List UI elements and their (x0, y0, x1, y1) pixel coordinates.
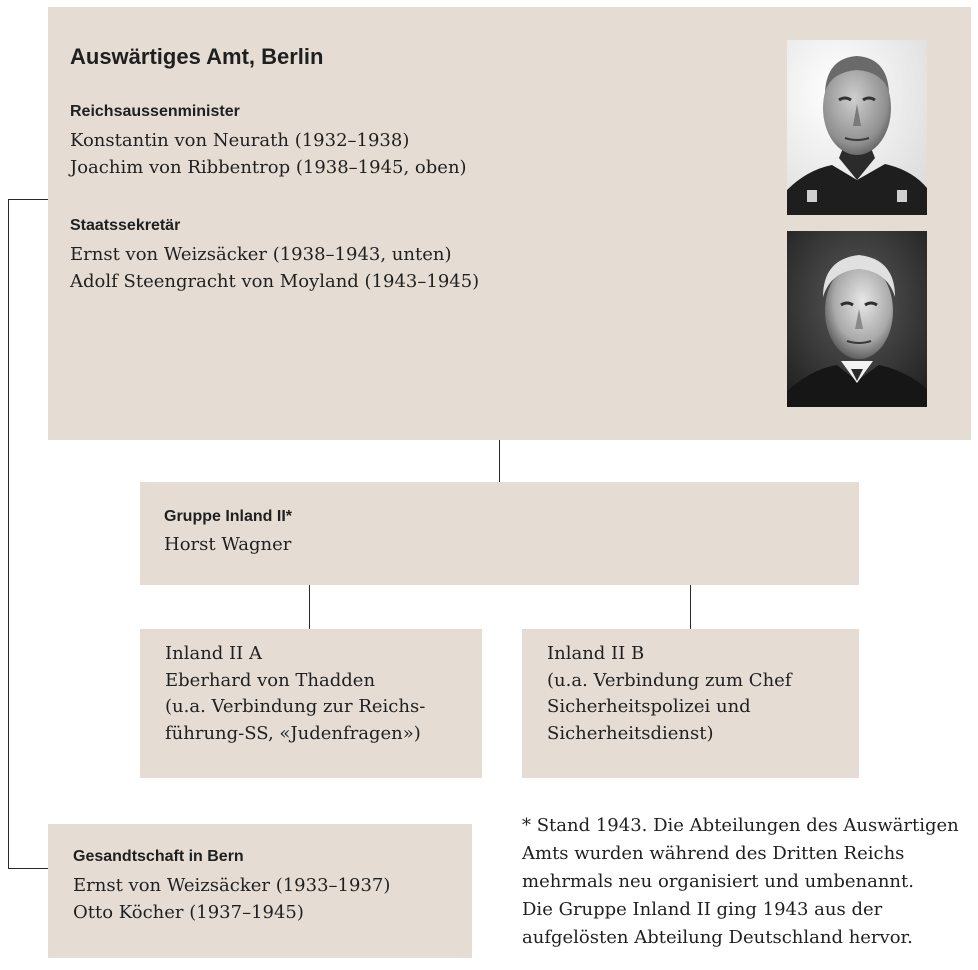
bern-entry: Ernst von Weizsäcker (1933–1937) (73, 875, 391, 896)
legation-bern-box: Gesandtschaft in Bern Ernst von Weizsäck… (48, 824, 472, 958)
footnote-line: aufgelösten Abteilung Deutschland hervor… (522, 927, 913, 948)
minister-heading: Reichsaussenminister (70, 103, 240, 120)
inland-2a-text: Inland II A Eberhard von Thadden (u.a. V… (165, 641, 425, 747)
inland-2b-box: Inland II B (u.a. Verbindung zum Chef Si… (522, 629, 859, 778)
portrait-weizsaecker (787, 231, 927, 407)
portrait-ribbentrop (787, 40, 927, 215)
inland-2b-line: Inland II B (547, 643, 645, 664)
group-inland-2-box: Gruppe Inland II* Horst Wagner (140, 482, 859, 585)
bern-heading: Gesandtschaft in Bern (73, 848, 244, 865)
inland-2b-line: Sicherheitspolizei und (547, 696, 751, 717)
minister-list: Konstantin von Neurath (1932–1938) Joach… (70, 127, 467, 181)
foreign-office-title: Auswärtiges Amt, Berlin (70, 44, 324, 69)
connector-group-to-2a (309, 585, 310, 629)
group-heading: Gruppe Inland II* (164, 508, 293, 525)
connector-main-to-group (499, 440, 500, 482)
connector-group-to-2b (690, 585, 691, 629)
secretary-entry: Ernst von Weizsäcker (1938–1943, unten) (70, 244, 452, 265)
inland-2a-line: (u.a. Verbindung zur Reichs- (165, 696, 426, 717)
inland-2b-line: (u.a. Verbindung zum Chef (547, 669, 792, 691)
inland-2a-line: Eberhard von Thadden (165, 669, 376, 691)
connector-bracket-bottom (8, 868, 48, 869)
secretary-heading: Staatssekretär (70, 217, 181, 234)
footnote: * Stand 1943. Die Abteilungen des Auswär… (522, 812, 978, 952)
secretary-list: Ernst von Weizsäcker (1938–1943, unten) … (70, 241, 479, 295)
footnote-line: * Stand 1943. Die Abteilungen des Auswär… (522, 815, 959, 836)
inland-2a-box: Inland II A Eberhard von Thadden (u.a. V… (140, 629, 482, 778)
inland-2a-line: führung-SS, «Judenfragen») (165, 722, 421, 744)
connector-bracket-vertical (8, 199, 9, 869)
minister-entry: Joachim von Ribbentrop (1938–1945, oben) (70, 157, 467, 178)
footnote-line: mehrmals neu organisiert und umbenannt. (522, 871, 914, 892)
minister-entry: Konstantin von Neurath (1932–1938) (70, 130, 410, 151)
bern-entry: Otto Köcher (1937–1945) (73, 902, 304, 923)
footnote-line: Amts wurden während des Dritten Reichs (522, 843, 905, 864)
inland-2b-text: Inland II B (u.a. Verbindung zum Chef Si… (547, 641, 792, 747)
foreign-office-box: Auswärtiges Amt, Berlin Reichsaussenmini… (48, 7, 971, 440)
bern-list: Ernst von Weizsäcker (1933–1937) Otto Kö… (73, 872, 390, 926)
group-head-name: Horst Wagner (164, 534, 292, 555)
secretary-entry: Adolf Steengracht von Moyland (1943–1945… (70, 271, 480, 292)
footnote-line: Die Gruppe Inland II ging 1943 aus der (522, 899, 883, 920)
inland-2a-line: Inland II A (165, 643, 262, 664)
inland-2b-line: Sicherheitsdienst) (547, 722, 714, 744)
connector-bracket-top (8, 199, 48, 200)
